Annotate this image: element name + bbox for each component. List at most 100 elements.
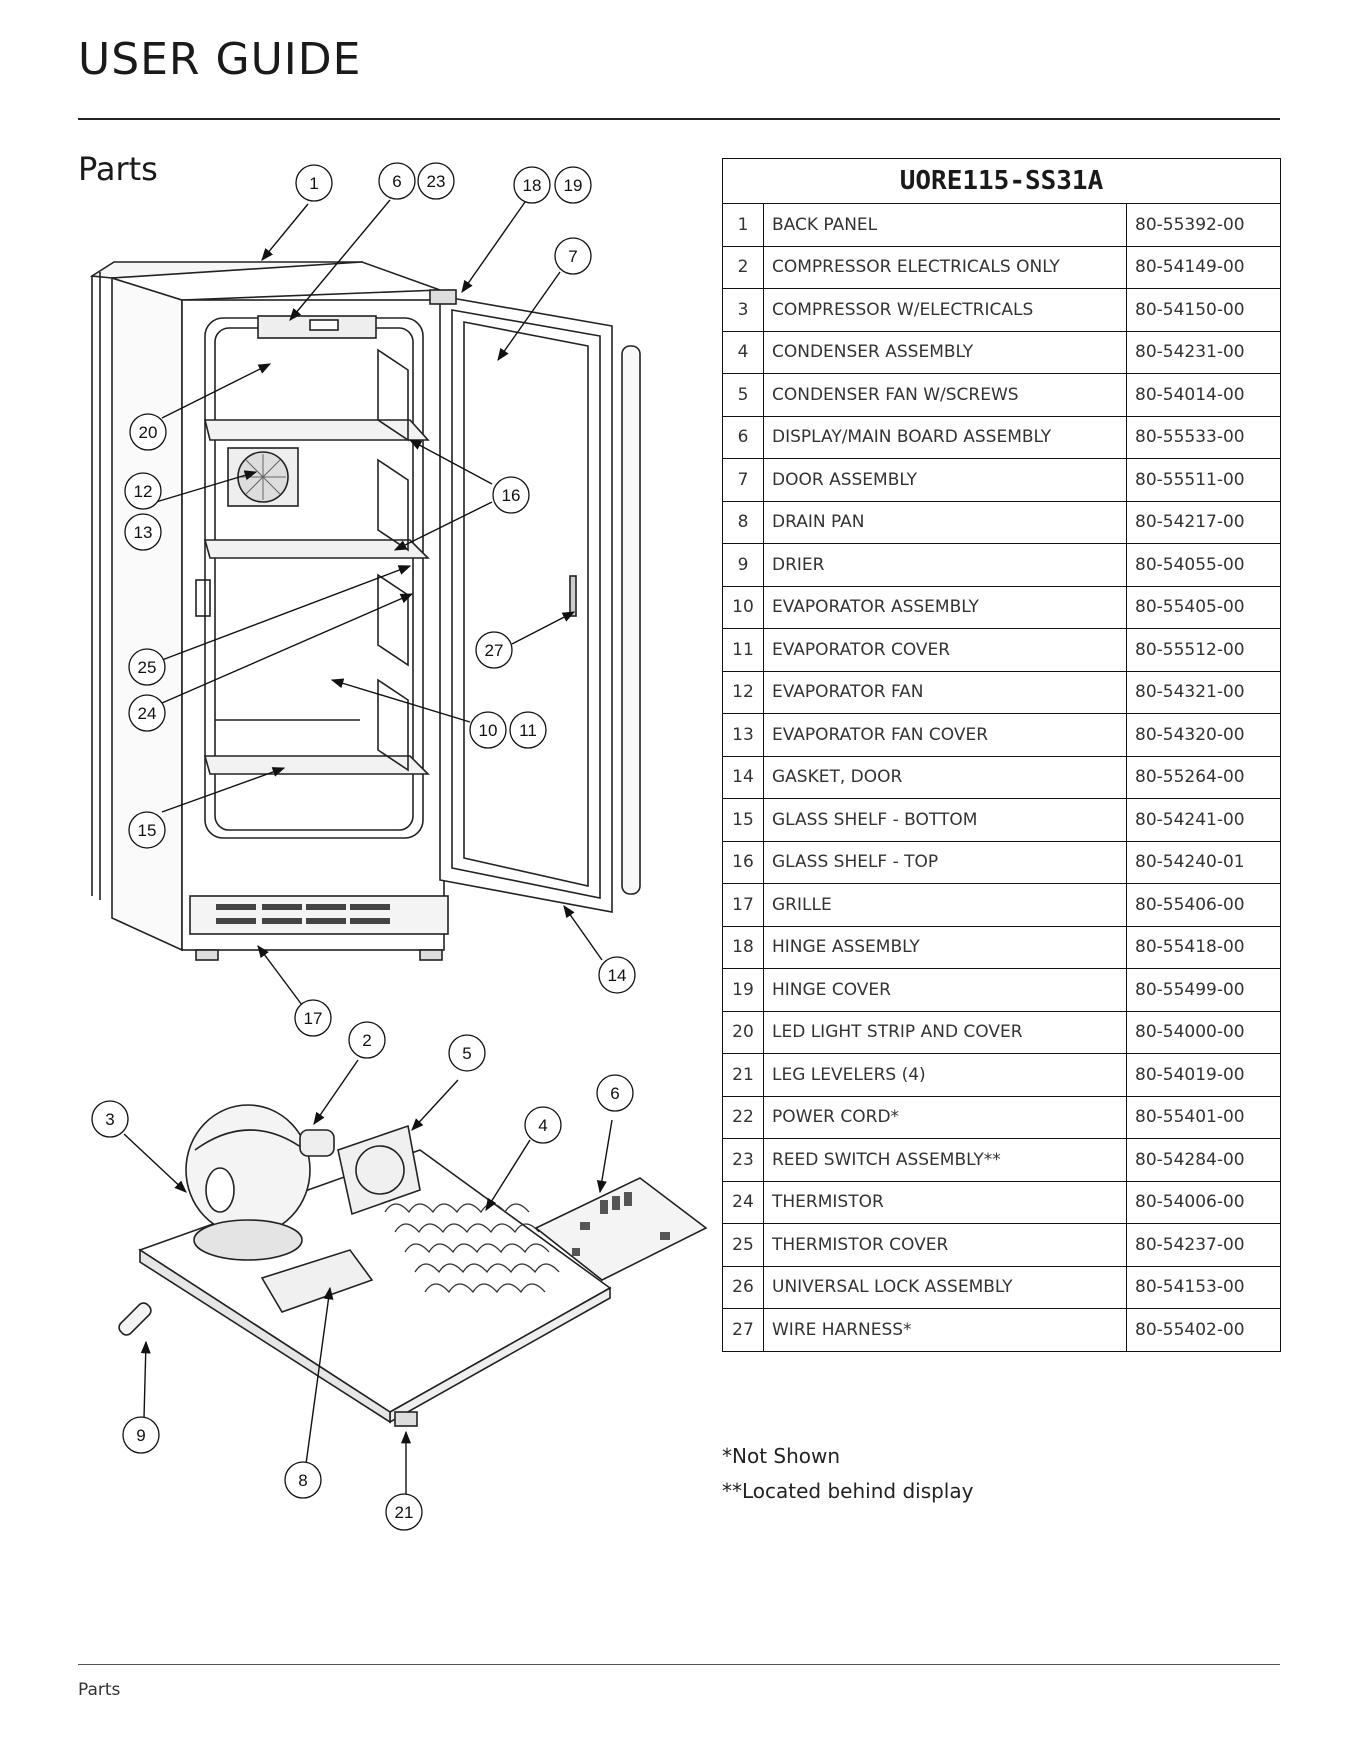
part-number-index: 20 [722,1010,764,1054]
part-number-index: 8 [722,500,764,544]
part-code: 80-55512-00 [1126,628,1281,672]
part-code: 80-54241-00 [1126,798,1281,842]
part-name: DOOR ASSEMBLY [763,458,1127,502]
part-code: 80-54240-01 [1126,840,1281,884]
svg-text:15: 15 [138,821,157,840]
svg-text:21: 21 [395,1503,414,1522]
part-code: 80-55533-00 [1126,415,1281,459]
part-name: THERMISTOR [763,1180,1127,1224]
footer-label: Parts [78,1680,121,1700]
svg-text:7: 7 [568,247,577,266]
part-number-index: 9 [722,543,764,587]
part-name: COMPRESSOR W/ELECTRICALS [763,288,1127,332]
callout-21: 21 [385,1493,423,1531]
model-number-header: UORE115-SS31A [722,158,1281,204]
part-name: DISPLAY/MAIN BOARD ASSEMBLY [763,415,1127,459]
part-code: 80-55511-00 [1126,458,1281,502]
part-name: HINGE COVER [763,968,1127,1012]
part-name: REED SWITCH ASSEMBLY** [763,1138,1127,1182]
svg-text:13: 13 [134,523,153,542]
leader-lines [123,199,613,1494]
part-number-index: 4 [722,330,764,374]
part-code: 80-54019-00 [1126,1053,1281,1097]
callout-8: 8 [284,1461,322,1499]
part-number-index: 23 [722,1138,764,1182]
part-name: THERMISTOR COVER [763,1223,1127,1267]
part-number-index: 18 [722,925,764,969]
part-number-index: 13 [722,713,764,757]
svg-text:11: 11 [519,721,537,740]
parts-diagram: 1 6 23 18 19 7 20 16 12 13 27 25 24 10 1… [89,162,708,1531]
part-number-index: 14 [722,755,764,799]
not-shown-note: *Not Shown [722,1444,841,1468]
callout-15: 15 [128,811,166,849]
part-code: 80-54006-00 [1126,1180,1281,1224]
part-name: EVAPORATOR FAN [763,670,1127,714]
callout-12: 12 [124,472,162,510]
part-number-index: 24 [722,1180,764,1224]
callout-6: 6 [378,162,416,200]
part-number-index: 3 [722,288,764,332]
part-number-index: 11 [722,628,764,672]
part-name: LEG LEVELERS (4) [763,1053,1127,1097]
part-number-index: 1 [722,203,764,247]
svg-text:9: 9 [136,1426,145,1445]
behind-display-note: **Located behind display [722,1479,974,1503]
callout-3: 3 [91,1100,129,1138]
svg-text:4: 4 [538,1116,547,1135]
part-code: 80-54149-00 [1126,245,1281,289]
callout-23: 23 [417,162,455,200]
part-number-index: 10 [722,585,764,629]
part-name: LED LIGHT STRIP AND COVER [763,1010,1127,1054]
part-name: CONDENSER ASSEMBLY [763,330,1127,374]
svg-text:12: 12 [134,482,153,501]
callout-13: 13 [124,513,162,551]
callout-6-board: 6 [596,1074,634,1112]
part-name: CONDENSER FAN W/SCREWS [763,373,1127,417]
part-number-index: 27 [722,1308,764,1352]
part-name: EVAPORATOR ASSEMBLY [763,585,1127,629]
part-number-index: 25 [722,1223,764,1267]
part-name: EVAPORATOR COVER [763,628,1127,672]
section-title: Parts [78,150,158,188]
part-name: BACK PANEL [763,203,1127,247]
svg-text:19: 19 [564,176,583,195]
svg-text:2: 2 [362,1031,371,1050]
part-code: 80-54320-00 [1126,713,1281,757]
callout-4: 4 [524,1106,562,1144]
svg-text:17: 17 [304,1009,323,1028]
part-code: 80-55401-00 [1126,1095,1281,1139]
part-number-index: 15 [722,798,764,842]
part-name: HINGE ASSEMBLY [763,925,1127,969]
part-number-index: 19 [722,968,764,1012]
svg-text:18: 18 [523,176,542,195]
page-title: USER GUIDE [78,34,362,85]
part-number-index: 21 [722,1053,764,1097]
part-code: 80-54284-00 [1126,1138,1281,1182]
part-name: DRIER [763,543,1127,587]
part-name: GASKET, DOOR [763,755,1127,799]
part-number-index: 6 [722,415,764,459]
part-code: 80-55392-00 [1126,203,1281,247]
callout-17: 17 [294,999,332,1037]
part-code: 80-54217-00 [1126,500,1281,544]
